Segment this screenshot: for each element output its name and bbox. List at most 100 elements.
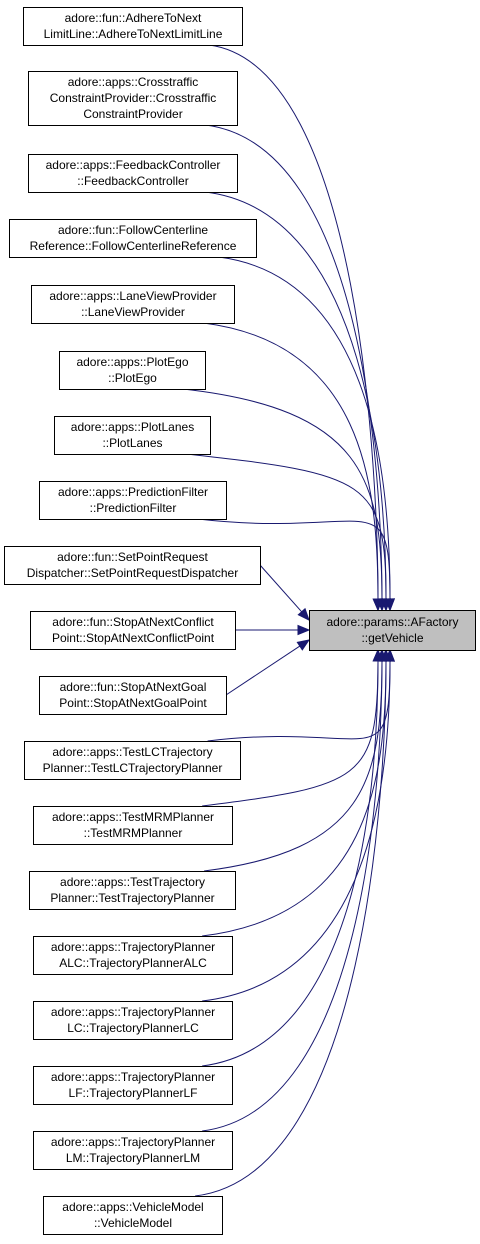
caller-node-label-line: ALC::TrajectoryPlannerALC	[59, 956, 207, 970]
caller-node-label-line: Dispatcher::SetPointRequestDispatcher	[27, 566, 238, 580]
caller-node[interactable]: adore::apps::LaneViewProvider::LaneViewP…	[31, 285, 235, 324]
call-edge	[205, 124, 383, 600]
call-edge	[204, 660, 383, 872]
target-node-box	[309, 610, 476, 651]
caller-node-box	[33, 806, 233, 845]
caller-node[interactable]: adore::apps::PredictionFilter::Predictio…	[39, 481, 227, 520]
caller-node-box	[39, 676, 227, 715]
caller-node[interactable]: adore::fun::StopAtNextGoalPoint::StopAtN…	[39, 676, 227, 715]
caller-node[interactable]: adore::fun::StopAtNextConflictPoint::Sto…	[30, 611, 236, 650]
caller-node-box	[33, 936, 233, 975]
caller-node-label-line: ::PlotEgo	[108, 371, 157, 385]
arrowhead	[384, 598, 396, 612]
caller-node-label-line: adore::apps::TestMRMPlanner	[52, 810, 214, 824]
call-edge	[202, 660, 379, 1067]
caller-node-box	[28, 154, 238, 193]
caller-node-label-line: adore::apps::PredictionFilter	[58, 485, 208, 499]
call-edge	[225, 645, 301, 696]
caller-node-label-line: ::TestMRMPlanner	[84, 826, 183, 840]
caller-node-box	[39, 481, 227, 520]
caller-node[interactable]: adore::fun::AdhereToNextLimitLine::Adher…	[23, 7, 243, 46]
caller-node[interactable]: adore::apps::CrosstrafficConstraintProvi…	[28, 71, 238, 126]
caller-node-label-line: LC::TrajectoryPlannerLC	[67, 1021, 199, 1035]
call-edge	[202, 660, 387, 937]
caller-node[interactable]: adore::apps::TestMRMPlanner::TestMRMPlan…	[33, 806, 233, 845]
call-edge	[197, 518, 391, 600]
caller-node-label-line: Planner::TestLCTrajectoryPlanner	[43, 761, 223, 775]
caller-node-label-line: ::LaneViewProvider	[81, 305, 185, 319]
caller-node-box	[33, 1066, 233, 1105]
caller-node-label-line: Point::StopAtNextConflictPoint	[52, 631, 215, 645]
call-edge	[209, 44, 379, 600]
target-node-label-line: ::getVehicle	[361, 631, 423, 645]
caller-node-box	[23, 7, 243, 46]
caller-node-box	[29, 871, 236, 910]
caller-node-label-line: adore::apps::TrajectoryPlanner	[51, 1135, 215, 1149]
target-node-label-line: adore::params::AFactory	[326, 615, 458, 629]
caller-node-label-line: ConstraintProvider::Crosstraffic	[50, 91, 217, 105]
caller-node-label-line: adore::apps::TrajectoryPlanner	[51, 1005, 215, 1019]
call-edge	[195, 660, 387, 1197]
caller-node[interactable]: adore::fun::FollowCenterlineReference::F…	[9, 219, 257, 258]
caller-node-box	[59, 351, 206, 390]
caller-node[interactable]: adore::apps::FeedbackController::Feedbac…	[28, 154, 238, 193]
call-edge	[202, 660, 379, 807]
call-edge	[259, 564, 303, 613]
call-edge	[186, 453, 387, 600]
caller-node-label-line: adore::fun::SetPointRequest	[57, 550, 208, 564]
caller-node-box	[43, 1196, 223, 1235]
caller-node-box	[4, 546, 261, 585]
target-node[interactable]: adore::params::AFactory::getVehicle	[309, 610, 476, 651]
caller-node[interactable]: adore::fun::SetPointRequestDispatcher::S…	[4, 546, 261, 585]
caller-node[interactable]: adore::apps::TrajectoryPlannerLC::Trajec…	[33, 1001, 233, 1040]
caller-node-label-line: ::FeedbackController	[77, 174, 188, 188]
caller-node-label-line: adore::apps::TestTrajectory	[60, 875, 205, 889]
caller-node-box	[31, 285, 235, 324]
caller-node-label-line: adore::apps::TrajectoryPlanner	[51, 1070, 215, 1084]
caller-node-label-line: ::PredictionFilter	[90, 501, 177, 515]
caller-node[interactable]: adore::apps::TestLCTrajectoryPlanner::Te…	[24, 741, 241, 780]
caller-node-label-line: Planner::TestTrajectoryPlanner	[50, 891, 214, 905]
caller-node-label-line: LM::TrajectoryPlannerLM	[66, 1151, 200, 1165]
arrowhead	[297, 607, 310, 621]
call-edge	[203, 322, 379, 600]
call-edges	[183, 44, 396, 1197]
caller-node-label-line: adore::apps::PlotEgo	[76, 355, 188, 369]
call-edge	[183, 388, 383, 600]
caller-node[interactable]: adore::apps::PlotLanes::PlotLanes	[54, 416, 211, 455]
caller-node-label-line: adore::apps::FeedbackController	[46, 158, 221, 172]
caller-node-label-line: ::PlotLanes	[102, 436, 162, 450]
caller-node[interactable]: adore::apps::TrajectoryPlannerALC::Traje…	[33, 936, 233, 975]
caller-node-box	[30, 611, 236, 650]
caller-node-label-line: adore::apps::Crosstraffic	[68, 75, 199, 89]
caller-node-label-line: LimitLine::AdhereToNextLimitLine	[44, 27, 223, 41]
call-edge	[207, 660, 391, 742]
arrowhead	[297, 624, 311, 636]
caller-node-label-line: LF::TrajectoryPlannerLF	[69, 1086, 198, 1100]
caller-node[interactable]: adore::apps::PlotEgo::PlotEgo	[59, 351, 206, 390]
arrowhead	[380, 648, 392, 662]
arrowhead	[296, 639, 311, 651]
caller-node[interactable]: adore::apps::TrajectoryPlannerLM::Trajec…	[33, 1131, 233, 1170]
caller-node-box	[28, 71, 238, 126]
call-edge	[218, 256, 391, 600]
call-nodes: adore::fun::AdhereToNextLimitLine::Adher…	[4, 7, 476, 1235]
caller-node[interactable]: adore::apps::TrajectoryPlannerLF::Trajec…	[33, 1066, 233, 1105]
caller-node-label-line: adore::fun::StopAtNextConflict	[52, 615, 214, 629]
caller-node-label-line: Point::StopAtNextGoalPoint	[59, 696, 207, 710]
caller-node[interactable]: adore::apps::TestTrajectoryPlanner::Test…	[29, 871, 236, 910]
caller-node-label-line: adore::apps::PlotLanes	[71, 420, 194, 434]
caller-node-label-line: adore::fun::AdhereToNext	[65, 11, 202, 25]
caller-node-box	[54, 416, 211, 455]
caller-node-box	[33, 1001, 233, 1040]
caller-node-box	[33, 1131, 233, 1170]
caller-node[interactable]: adore::apps::VehicleModel::VehicleModel	[43, 1196, 223, 1235]
call-edge	[202, 660, 383, 1132]
caller-node-label-line: ::VehicleModel	[94, 1216, 172, 1230]
call-edge	[205, 191, 387, 600]
caller-node-box	[24, 741, 241, 780]
caller-node-label-line: adore::apps::LaneViewProvider	[49, 289, 216, 303]
caller-node-label-line: ConstraintProvider	[83, 107, 182, 121]
caller-node-label-line: adore::apps::TestLCTrajectory	[52, 745, 212, 759]
caller-node-box	[9, 219, 257, 258]
